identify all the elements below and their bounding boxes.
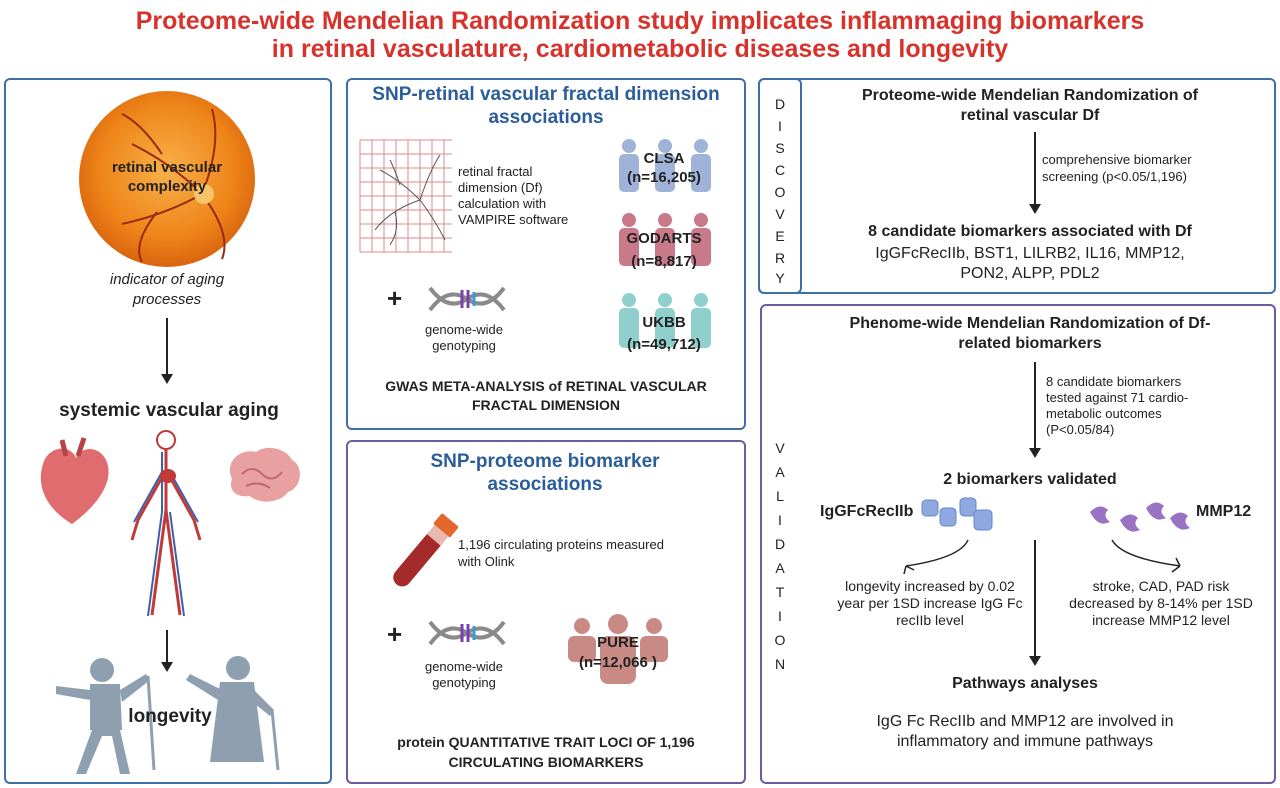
- discovery-result-list: IgGFcRecIIb, BST1, LILRB2, IL16, MMP12, …: [875, 245, 1185, 282]
- discovery-letter: Y: [775, 270, 785, 286]
- arrow-head: [161, 662, 173, 672]
- marker1-label: IgGFcRecIIb: [820, 503, 914, 520]
- cohort-pure-name: PURE: [597, 634, 639, 651]
- cohort-ukbb-n: (n=49,712): [627, 336, 701, 353]
- branch-arrows: [903, 539, 1181, 575]
- cohort-godarts-n: (n=8,817): [631, 253, 697, 270]
- cohort-ukbb-name: UKBB: [642, 314, 686, 331]
- effect1-text: longevity increased by 0.02 year per 1SD…: [837, 578, 1023, 628]
- gwas-genotyping: genome-wide genotyping: [424, 322, 504, 353]
- validation-arrow: [1034, 362, 1036, 448]
- validation-letter: A: [775, 560, 785, 576]
- pqtl-title: SNP-proteome biomarker associations: [430, 451, 660, 495]
- retina-label: retinal vascular complexity: [111, 159, 223, 195]
- validation-letter: N: [774, 656, 786, 672]
- validation-letter: I: [778, 512, 782, 528]
- discovery-letter: D: [774, 96, 786, 112]
- discovery-letter: S: [775, 140, 785, 156]
- page-title-line2: in retinal vasculature, cardiometabolic …: [271, 35, 1009, 63]
- gwas-panel: [346, 78, 746, 430]
- people-icon-pink: [619, 213, 711, 266]
- marker2-label: MMP12: [1196, 503, 1252, 520]
- screening-text: comprehensive biomarker screening (p<0.0…: [1042, 152, 1192, 184]
- brain-icon: [229, 447, 300, 502]
- plus-sign: +: [387, 283, 403, 313]
- discovery-result-heading: 8 candidate biomarkers associated with D…: [868, 223, 1192, 240]
- cohort-godarts-name: GODARTS: [626, 230, 702, 247]
- validation-letter: D: [774, 536, 786, 552]
- proteins-text: 1,196 circulating proteins measured with…: [458, 537, 664, 569]
- pathways-text: IgG Fc RecIIb and MMP12 are involved in …: [876, 713, 1174, 750]
- validated-heading: 2 biomarkers validated: [943, 471, 1117, 488]
- fractal-grid-icon: [359, 139, 452, 253]
- validation-letter: I: [778, 608, 782, 624]
- validation-heading: Phenome-wide Mendelian Randomization of …: [849, 315, 1211, 352]
- discovery-arrow: [1034, 132, 1036, 204]
- blood-tube-icon: [393, 513, 459, 587]
- arrow-head: [161, 374, 173, 384]
- arrow-to-systemic: [166, 318, 168, 374]
- fractal-text: retinal fractal dimension (Df) calculati…: [458, 164, 569, 227]
- gwas-title: SNP-retinal vascular fractal dimension a…: [372, 84, 720, 128]
- arrow-head: [1029, 204, 1041, 214]
- mmp12-protein-icon: [1090, 502, 1190, 532]
- arrow-head: [1029, 448, 1041, 458]
- pqtl-footer: protein QUANTITATIVE TRAIT LOCI OF 1,196…: [397, 734, 695, 770]
- elderly-dancers-illustration: [56, 656, 280, 774]
- effect2-text: stroke, CAD, PAD risk decreased by 8-14%…: [1069, 578, 1253, 628]
- discovery-letter: I: [778, 118, 782, 134]
- circulatory-system-icon: [130, 430, 202, 617]
- people-icon-blue: [619, 139, 711, 192]
- heart-icon: [40, 437, 109, 524]
- discovery-letter: C: [774, 162, 786, 178]
- page-title-line1: Proteome-wide Mendelian Randomization st…: [135, 7, 1145, 35]
- pqtl-genotyping: genome-wide genotyping: [424, 659, 504, 690]
- gwas-footer: GWAS META-ANALYSIS of RETINAL VASCULAR F…: [385, 378, 707, 413]
- cohort-pure-n: (n=12,066 ): [579, 654, 657, 671]
- dna-icon: [428, 286, 506, 312]
- longevity-label: longevity: [128, 706, 212, 727]
- discovery-letter: E: [775, 228, 785, 244]
- pqtl-plus-sign: +: [387, 619, 403, 649]
- discovery-letter: R: [774, 250, 786, 266]
- people-icon-rose: [568, 614, 668, 684]
- validation-letter: L: [776, 488, 784, 504]
- cohort-clsa-n: (n=16,205): [627, 169, 701, 186]
- arrow-head: [1029, 656, 1041, 666]
- people-icon-teal: [619, 293, 711, 348]
- validation-letter: V: [775, 440, 785, 456]
- pqtl-dna-icon: [428, 620, 506, 646]
- discovery-letter: O: [774, 184, 786, 200]
- discovery-letter: V: [775, 206, 785, 222]
- tested-text: 8 candidate biomarkers tested against 71…: [1046, 374, 1189, 437]
- arrow-to-longevity: [166, 630, 168, 664]
- retina-illustration: [79, 91, 255, 267]
- validation-letter: T: [775, 584, 785, 600]
- igg-protein-icon: [921, 497, 993, 531]
- systemic-aging-label: systemic vascular aging: [59, 400, 279, 421]
- discovery-heading: Proteome-wide Mendelian Randomization of…: [861, 87, 1199, 124]
- cohort-clsa-name: CLSA: [643, 150, 685, 167]
- left-panel: [4, 78, 332, 784]
- validation-letter: A: [775, 464, 785, 480]
- indicator-text: indicator of aging processes: [109, 271, 225, 308]
- pathway-arrow: [1034, 540, 1036, 658]
- pathways-heading: Pathways analyses: [952, 675, 1098, 692]
- validation-panel: [760, 304, 1276, 784]
- discovery-side-box: [758, 78, 802, 294]
- pqtl-panel: [346, 440, 746, 784]
- validation-letter: O: [774, 632, 786, 648]
